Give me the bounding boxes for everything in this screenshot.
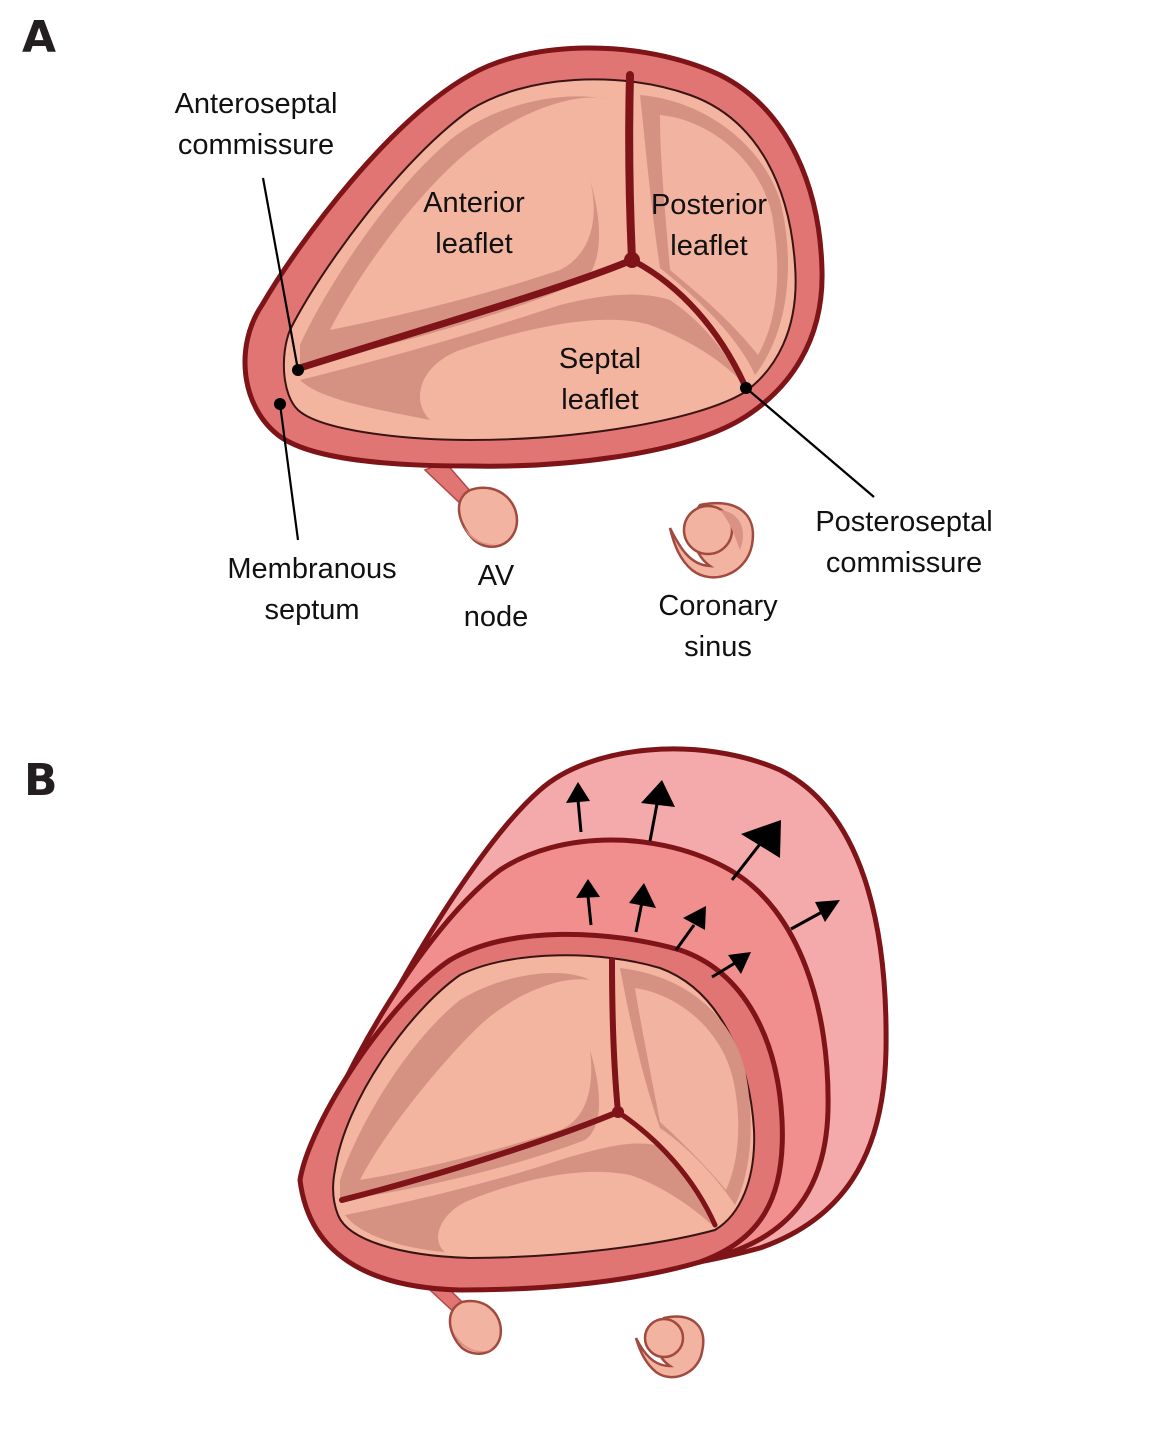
label-av-node-2: node [464,601,529,633]
commissure-lines [296,71,749,391]
arrow-icon [790,900,840,931]
label-posteroseptal-2: commissure [826,547,982,579]
label-septal-leaflet-2: leaflet [561,384,638,416]
label-septal-leaflet-1: Septal [559,343,641,375]
leader-posteroseptal [745,387,875,498]
panel-letter-a: A [22,12,56,63]
arrow-icon [576,879,600,926]
label-posterior-leaflet-2: leaflet [670,230,747,262]
label-anterior-leaflet-2: leaflet [435,228,512,260]
panel-a: A [22,12,993,663]
arrow-icon [711,952,751,979]
label-posteroseptal-1: Posteroseptal [815,506,992,538]
label-coronary-sinus-1: Coronary [658,590,778,622]
coronary-sinus-icon [668,502,755,579]
label-anterior-leaflet-1: Anterior [423,187,525,219]
dilation-arrows [566,780,840,979]
label-membranous-septum-2: septum [264,594,359,626]
posterior-leaflet-highlight-b [635,988,739,1190]
leader-anteroseptal [261,177,300,371]
arrow-icon [730,820,781,881]
label-membranous-septum-1: Membranous [227,553,396,585]
leader-lines [261,177,875,541]
arrow-icon [566,782,590,833]
septal-leaflet-shape [300,294,740,420]
septal-leaflet-shape-b [345,1143,712,1252]
coronary-sinus-icon-b [634,1315,705,1379]
av-node-icon-b [428,1283,503,1355]
posteroseptal-marker [740,382,752,394]
panel-letter-b: B [24,755,58,806]
labels-a: Anteroseptal commissure Anterior leaflet… [175,88,993,663]
av-node-icon [423,461,519,548]
label-posterior-leaflet-1: Posterior [651,189,767,221]
commissure-lines-b [339,957,718,1228]
leader-membranous-septum [278,403,300,541]
membranous-septum-marker [274,398,286,410]
arrow-icon [641,780,675,842]
anteroseptal-marker [292,364,304,376]
posterior-leaflet-shape [640,95,788,375]
arrow-icon [674,906,706,951]
label-coronary-sinus-2: sinus [684,631,752,663]
label-anteroseptal-1: Anteroseptal [175,88,338,120]
panel-b: B [24,746,889,1379]
label-anteroseptal-2: commissure [178,129,334,161]
label-av-node-1: AV [478,560,515,592]
arrow-icon [629,883,656,933]
